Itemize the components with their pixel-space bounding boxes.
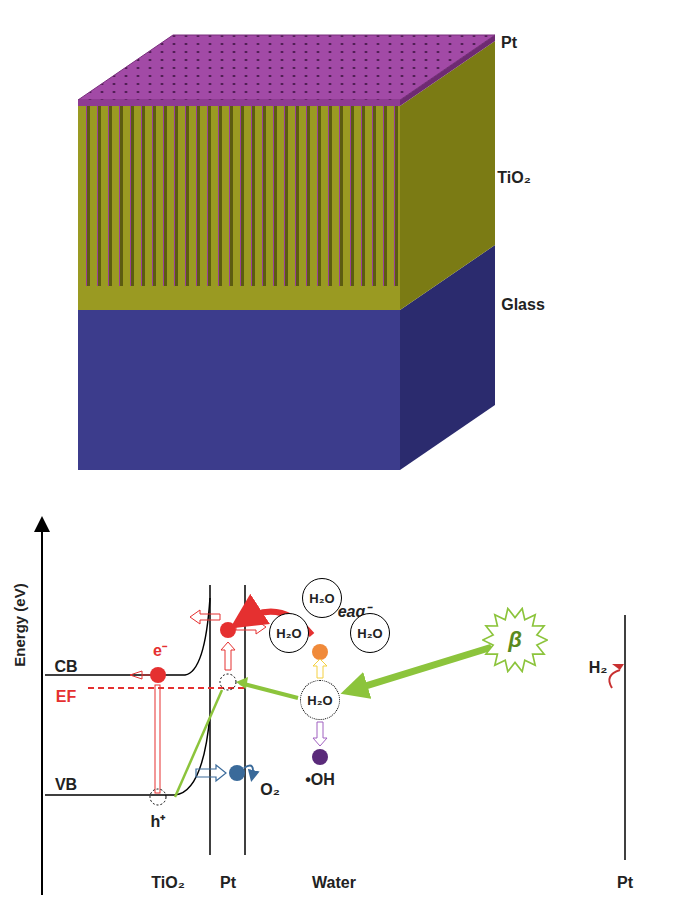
node-text: H₂O (276, 626, 301, 641)
node-text: H₂O (357, 626, 382, 641)
node-text: β (508, 627, 522, 653)
part-label: Glass (501, 296, 545, 314)
node-text: H₂O (307, 693, 332, 708)
part-label: EF (56, 688, 76, 706)
radiation-burst: β (482, 607, 548, 673)
part-label: Water (312, 874, 356, 892)
water-molecule: H₂O (350, 613, 390, 653)
part-label: O₂ (260, 781, 280, 799)
node-text: H₂O (309, 591, 334, 606)
part-label: H₂ (589, 659, 608, 677)
part-label: h⁺ (151, 813, 166, 831)
part-label: e⁻ (153, 642, 167, 660)
radiation-arrow (351, 647, 492, 690)
water-molecule: H₂O (269, 613, 309, 653)
part-label: Pt (220, 874, 236, 892)
part-label: VB (55, 776, 77, 794)
part-label: Pt (501, 34, 517, 52)
water-molecule: H₂O (300, 680, 340, 720)
part-label: •OH (305, 771, 335, 789)
part-label: TiO₂ (497, 169, 530, 187)
part-label: CB (54, 658, 77, 676)
part-label: Pt (617, 874, 633, 892)
part-label: TiO₂ (151, 874, 184, 892)
axis-title: Energy (eV) (12, 583, 29, 666)
water-molecule: H₂O (302, 578, 342, 618)
